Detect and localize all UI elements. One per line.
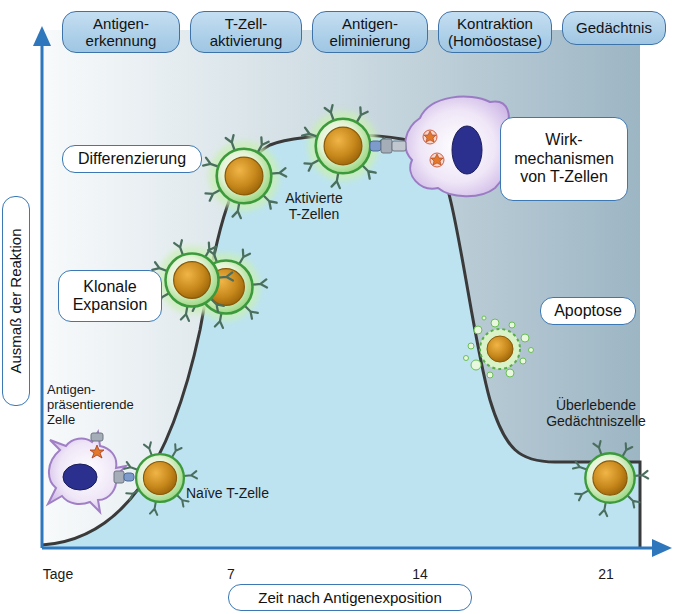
stage-callout: Wirk- mechanismen von T-Zellen bbox=[500, 117, 628, 201]
axis-title: Ausmaß der Reaktion bbox=[2, 196, 30, 406]
phase-band: Antigen- eliminierung bbox=[312, 11, 428, 53]
node-text: Wirk- mechanismen von T-Zellen bbox=[507, 131, 621, 186]
antigen-star bbox=[431, 154, 443, 165]
t-cell-receptor bbox=[370, 141, 381, 151]
tick-label: Tage bbox=[38, 566, 78, 582]
node-text: T-Zell- aktivierung bbox=[195, 15, 297, 50]
activated-t-cell bbox=[302, 105, 385, 188]
x-axis bbox=[42, 547, 654, 550]
node-text: Antigen- erkennung bbox=[67, 15, 175, 50]
mhc-molecule bbox=[381, 139, 392, 153]
phase-band: Antigen- erkennung bbox=[62, 11, 180, 53]
node-text: Klonale Expansion bbox=[65, 278, 155, 315]
antigen-vesicle bbox=[423, 130, 437, 144]
phase-band: Kontraktion (Homöostase) bbox=[438, 11, 552, 53]
cell-nucleus bbox=[63, 464, 97, 490]
dividing-t-cell bbox=[152, 240, 233, 321]
plot-background bbox=[42, 30, 640, 548]
cell-label: Aktivierte T-Zellen bbox=[279, 190, 349, 222]
node-text: Gedächtnis bbox=[576, 19, 652, 36]
antigen-presenting-cell bbox=[48, 432, 126, 512]
node-text: Zeit nach Antigenexposition bbox=[258, 589, 441, 606]
tick-label: 21 bbox=[586, 566, 626, 582]
naive-t-cell bbox=[124, 442, 197, 515]
tick-label: 7 bbox=[211, 566, 251, 582]
node-text: Kontraktion (Homöostase) bbox=[443, 15, 547, 50]
differentiating-t-cell bbox=[203, 135, 286, 218]
cell-label: Naïve T-Zelle bbox=[186, 485, 296, 501]
mhc-molecule bbox=[392, 141, 406, 151]
phase-band: Gedächtnis bbox=[562, 11, 666, 45]
stage-callout: Differenzierung bbox=[62, 145, 202, 173]
apoptotic-cell bbox=[464, 316, 534, 378]
target-cell bbox=[405, 97, 509, 197]
antigen-star bbox=[424, 131, 436, 142]
memory-t-cell bbox=[573, 441, 648, 516]
cell-nucleus bbox=[487, 336, 513, 362]
x-axis-arrowhead bbox=[652, 539, 672, 557]
node-text: Antigen- eliminierung bbox=[317, 15, 423, 50]
tick-label: 14 bbox=[400, 566, 440, 582]
y-axis-arrowhead bbox=[33, 26, 51, 46]
node-text: Apoptose bbox=[554, 302, 622, 320]
antigen-vesicle bbox=[430, 153, 444, 167]
cell-label: Überlebende Gedächtniszelle bbox=[540, 397, 652, 429]
cell-nucleus bbox=[452, 126, 482, 174]
node-text: Differenzierung bbox=[78, 150, 186, 168]
cell-label: Antigen- präsentierende Zelle bbox=[47, 383, 143, 428]
antigen-star bbox=[90, 445, 104, 458]
t-cell-receptor bbox=[124, 473, 134, 481]
y-axis bbox=[41, 44, 44, 548]
stage-callout: Klonale Expansion bbox=[58, 270, 162, 322]
stage-callout: Apoptose bbox=[540, 297, 636, 325]
apoptotic-cell-membrane bbox=[480, 329, 520, 369]
mhc-molecule bbox=[114, 471, 124, 483]
node-text: Ausmaß der Reaktion bbox=[7, 228, 24, 373]
mhc-molecule bbox=[91, 433, 103, 441]
axis-title: Zeit nach Antigenexposition bbox=[228, 584, 472, 611]
phase-band: T-Zell- aktivierung bbox=[190, 11, 302, 53]
